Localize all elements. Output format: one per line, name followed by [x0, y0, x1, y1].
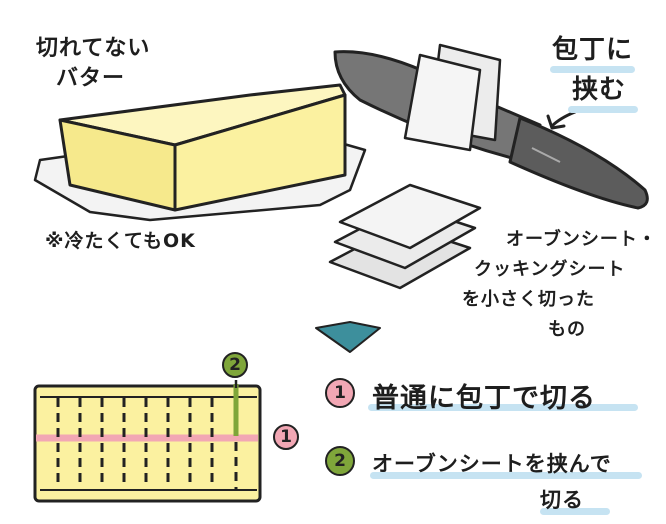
sandwich-knife-line2: 挟む: [572, 75, 627, 105]
uncut-butter-line2: バター: [56, 66, 126, 91]
step-2-line1: オーブンシートを挟んで: [372, 452, 612, 476]
step-2-highlight: [370, 472, 642, 479]
knife-label-highlight-2: [568, 106, 638, 113]
uncut-butter-label: 切れてない バター: [36, 34, 150, 94]
baking-sheets-icon: [328, 183, 482, 290]
sheet-on-knife-icon: [403, 43, 502, 152]
cold-ok-note: ※冷たくてもOK: [45, 230, 196, 252]
step-1-highlight: [368, 404, 638, 411]
butter-block-icon: [58, 83, 347, 212]
down-arrow-icon: [315, 321, 381, 353]
sheets-label: オーブンシート・ クッキングシート を小さく切った もの: [462, 225, 657, 345]
sheets-line4: もの: [548, 319, 586, 340]
sheets-line1: オーブンシート・: [506, 229, 657, 250]
sandwich-knife-line1: 包丁に: [552, 35, 634, 65]
step-2-text: オーブンシートを挟んで 切る: [372, 446, 612, 518]
step-2-highlight-2: [540, 508, 610, 515]
sandwich-knife-label: 包丁に 挟む: [552, 30, 633, 110]
knife-label-highlight: [550, 66, 635, 73]
step-1-text: 普通に包丁で切る: [372, 383, 596, 414]
step-1-marker: 1: [273, 424, 299, 450]
sheets-line3: を小さく切った: [462, 289, 595, 310]
step-2-marker: 2: [222, 352, 248, 378]
sheets-line2: クッキングシート: [474, 259, 626, 280]
sliced-butter-icon: [33, 380, 262, 503]
step-2-line2: 切る: [540, 488, 584, 512]
pointer-arrow-icon: [546, 110, 577, 130]
uncut-butter-line1: 切れてない: [36, 36, 151, 61]
step-1-badge: 1: [325, 378, 355, 408]
step-2-badge: 2: [325, 446, 355, 476]
